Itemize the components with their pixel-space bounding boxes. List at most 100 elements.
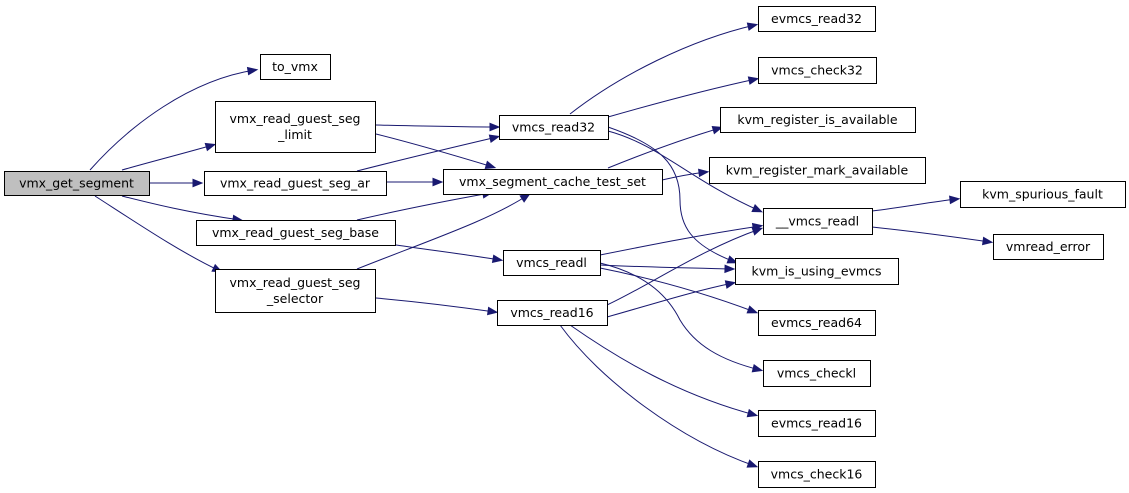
edge-__vmcs_readl-to-kvm_spurious_fault bbox=[871, 195, 961, 212]
node-vmx-segment-cache-test-set[interactable]: vmx_segment_cache_test_set bbox=[443, 169, 663, 195]
node-vmx-read-guest-seg-ar[interactable]: vmx_read_guest_seg_ar bbox=[204, 171, 387, 196]
arrowhead bbox=[746, 22, 759, 31]
node-box bbox=[758, 57, 877, 84]
edge-vmcs_read16-to-vmcs_check16 bbox=[559, 324, 759, 468]
edge-line bbox=[871, 198, 958, 212]
arrowhead bbox=[747, 76, 760, 85]
node-evmcs-read64[interactable]: evmcs_read64 bbox=[758, 310, 876, 336]
edge-line bbox=[395, 244, 501, 261]
arrowhead bbox=[724, 264, 736, 274]
arrowhead bbox=[751, 227, 764, 236]
edge-line bbox=[356, 194, 529, 270]
node-label: kvm_register_is_available bbox=[737, 112, 897, 127]
edge-vmx_get_segment-to-vmx_read_guest_seg_base bbox=[121, 195, 244, 224]
node-vmx-read-guest-seg-limit[interactable]: vmx_read_guest_seg_limit bbox=[215, 101, 376, 153]
arrowhead bbox=[204, 142, 217, 152]
edge-__vmcs_readl-to-vmread_error bbox=[871, 226, 994, 246]
node-vmcs-readl[interactable]: vmcs_readl bbox=[503, 250, 601, 276]
node-label: vmcs_read16 bbox=[510, 305, 593, 320]
edge-vmx_read_guest_seg_selector-to-vmcs_read16 bbox=[375, 297, 499, 316]
edge-line bbox=[94, 195, 221, 272]
node-box bbox=[758, 410, 876, 437]
node-vmread-error[interactable]: vmread_error bbox=[993, 234, 1104, 260]
node-evmcs-read32[interactable]: evmcs_read32 bbox=[758, 6, 876, 32]
node-vmx-read-guest-seg-selector[interactable]: vmx_read_guest_seg_selector bbox=[215, 269, 376, 313]
arrowhead bbox=[519, 193, 531, 203]
node-label: vmcs_readl bbox=[516, 255, 587, 270]
node-evmcs-read16[interactable]: evmcs_read16 bbox=[758, 410, 876, 437]
edge-line bbox=[599, 262, 761, 371]
node-vmcs-check32[interactable]: vmcs_check32 bbox=[758, 57, 877, 84]
node-label: kvm_spurious_fault bbox=[982, 187, 1103, 202]
edge-line bbox=[569, 24, 756, 115]
arrowhead bbox=[746, 459, 759, 468]
node-label: evmcs_read16 bbox=[771, 416, 862, 431]
arrowhead bbox=[711, 126, 724, 135]
node-to-vmx[interactable]: to_vmx bbox=[260, 54, 331, 80]
node-box bbox=[709, 157, 926, 184]
node-label: kvm_is_using_evmcs bbox=[752, 264, 882, 279]
edge-vmx_get_segment-to-vmx_read_guest_seg_ar bbox=[150, 178, 204, 188]
node-box bbox=[758, 6, 876, 32]
node-box bbox=[215, 269, 376, 313]
node-vmx-read-guest-seg-base[interactable]: vmx_read_guest_seg_base bbox=[196, 220, 396, 246]
node-box bbox=[204, 171, 387, 196]
arrowhead bbox=[487, 306, 499, 316]
node-box bbox=[443, 169, 663, 195]
node-box bbox=[720, 107, 916, 133]
node-box bbox=[215, 101, 376, 153]
edge-vmcs_read32-to-vmcs_check32 bbox=[607, 76, 760, 118]
node-box bbox=[763, 208, 873, 235]
edge-vmcs_read32-to-evmcs_read32 bbox=[569, 22, 759, 115]
node-vmcs-read16[interactable]: vmcs_read16 bbox=[497, 300, 608, 326]
edge-line bbox=[375, 124, 498, 128]
node-label: to_vmx bbox=[272, 59, 318, 74]
node-label: evmcs_read32 bbox=[771, 11, 862, 26]
node-vmcs-read32[interactable]: vmcs_read32 bbox=[499, 115, 609, 140]
node-box bbox=[497, 300, 608, 326]
node-vmcs-readl[interactable]: __vmcs_readl bbox=[763, 208, 873, 235]
edge-vmx_read_guest_seg_base-to-vmcs_readl bbox=[395, 244, 504, 264]
node-box bbox=[960, 181, 1126, 208]
edge-vmx_get_segment-to-to_vmx bbox=[89, 66, 259, 171]
edge-line bbox=[559, 324, 756, 467]
edge-line bbox=[599, 264, 733, 270]
node-vmcs-check16[interactable]: vmcs_check16 bbox=[758, 461, 876, 488]
node-kvm-spurious-fault[interactable]: kvm_spurious_fault bbox=[960, 181, 1126, 208]
node-box bbox=[758, 310, 876, 336]
node-label: vmcs_checkl bbox=[777, 366, 856, 381]
arrowhead bbox=[949, 195, 961, 205]
node-label: vmx_read_guest_seg bbox=[230, 111, 361, 126]
arrowhead bbox=[726, 255, 739, 264]
arrowhead bbox=[746, 408, 759, 418]
node-kvm-register-is-available[interactable]: kvm_register_is_available bbox=[720, 107, 916, 133]
edge-line bbox=[607, 126, 736, 263]
edge-line bbox=[356, 136, 498, 172]
edge-vmx_read_guest_seg_limit-to-vmcs_read32 bbox=[375, 122, 501, 132]
node-box bbox=[260, 54, 331, 80]
edge-line bbox=[569, 324, 756, 416]
edge-vmcs_read16-to-kvm_is_using_evmcs bbox=[606, 280, 737, 318]
node-vmcs-checkl[interactable]: vmcs_checkl bbox=[763, 360, 871, 387]
edge-vmcs_readl-to-evmcs_read64 bbox=[599, 267, 759, 314]
edge-vmcs_read32-to-__vmcs_readl bbox=[607, 130, 764, 213]
edge-vmx_read_guest_seg_ar-to-vmx_segment_cache_test_set bbox=[387, 177, 444, 187]
node-vmx-get-segment[interactable]: vmx_get_segment bbox=[4, 171, 150, 196]
node-label: vmx_read_guest_seg_base bbox=[212, 225, 379, 240]
node-label: __vmcs_readl bbox=[775, 214, 859, 229]
arrowhead bbox=[698, 168, 710, 178]
node-box bbox=[993, 234, 1104, 260]
arrowhead bbox=[246, 66, 259, 76]
edge-vmcs_read16-to-evmcs_read16 bbox=[569, 324, 759, 418]
arrowhead bbox=[746, 305, 759, 314]
node-label: vmread_error bbox=[1006, 239, 1091, 254]
edge-vmx_segment_cache_test_set-to-kvm_register_mark_available bbox=[661, 168, 710, 181]
node-kvm-is-using-evmcs[interactable]: kvm_is_using_evmcs bbox=[735, 258, 899, 285]
node-box bbox=[196, 220, 396, 246]
node-kvm-register-mark-available[interactable]: kvm_register_mark_available bbox=[709, 157, 926, 184]
arrowhead bbox=[192, 178, 204, 188]
arrowhead bbox=[488, 134, 501, 143]
edge-line bbox=[121, 195, 241, 221]
arrowhead bbox=[491, 254, 504, 264]
